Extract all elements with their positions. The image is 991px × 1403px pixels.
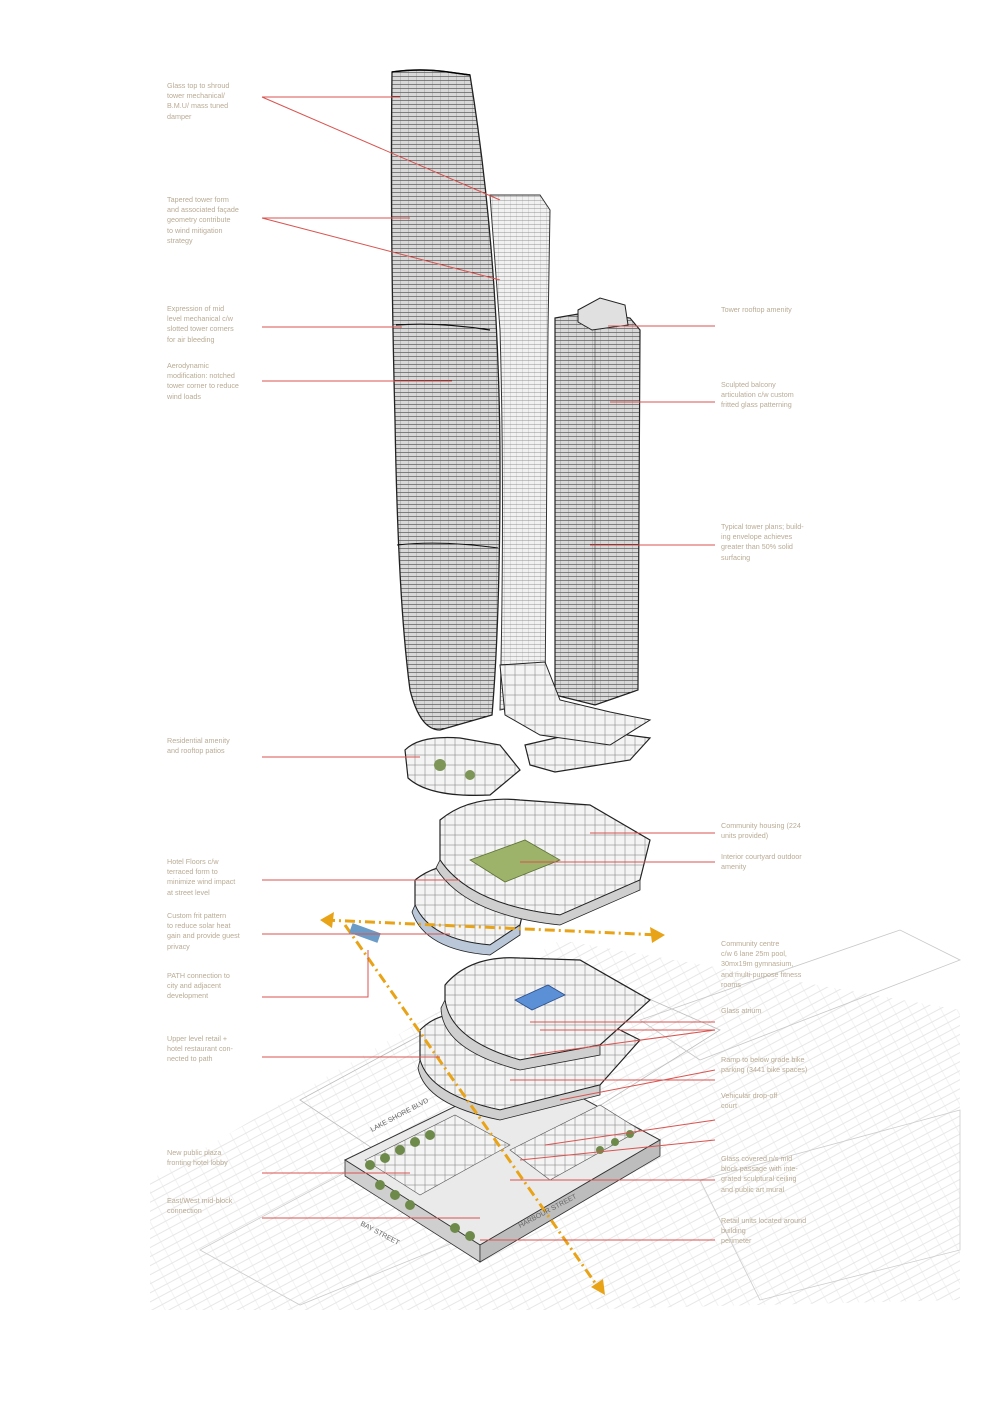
site-base-block <box>343 1069 662 1263</box>
note-east-west: East/West mid-block connection <box>167 1196 233 1216</box>
note-courtyard: Interior courtyard outdoor amenity <box>721 852 802 872</box>
note-public-plaza: New public plaza fronting hotel lobby <box>167 1148 228 1168</box>
note-typical-tower-plans: Typical tower plans; build- ing envelope… <box>721 522 804 562</box>
tower-podium <box>499 661 652 746</box>
note-glass-top: Glass top to shroud tower mechanical/ B.… <box>167 81 230 121</box>
note-drop-off: Vehicular drop-off court <box>721 1091 778 1111</box>
note-community-centre: Community centre c/w 6 lane 25m pool, 30… <box>721 939 802 989</box>
note-upper-retail: Upper level retail + hotel restaurant co… <box>167 1034 233 1064</box>
note-retail-units: Retail units located around building per… <box>721 1216 807 1246</box>
note-hotel-floors: Hotel Floors c/w terraced form to minimi… <box>167 857 236 897</box>
note-sculpted-balcony: Sculpted balcony articulation c/w custom… <box>721 380 794 410</box>
note-bike-ramp: Ramp to below grade bike parking (3441 b… <box>721 1055 808 1075</box>
note-rooftop-amenity: Tower rooftop amenity <box>721 305 792 314</box>
residential-amenity-level <box>404 729 652 796</box>
note-community-housing: Community housing (224 units provided) <box>721 821 801 841</box>
rooftop-amenity <box>577 297 629 331</box>
pool <box>514 984 566 1011</box>
note-mid-level-mechanical: Expression of mid level mechanical c/w s… <box>167 304 234 344</box>
community-housing-level <box>435 798 651 926</box>
note-glass-atrium: Glass atrium <box>721 1006 762 1015</box>
residential-tower <box>554 297 641 706</box>
note-path-connection: PATH connection to city and adjacent dev… <box>167 971 230 1001</box>
note-frit-pattern: Custom frit pattern to reduce solar heat… <box>167 911 240 951</box>
courtyard <box>469 839 561 883</box>
note-aerodynamic: Aerodynamic modification: notched tower … <box>167 361 239 401</box>
note-tapered-tower: Tapered tower form and associated façade… <box>167 195 239 245</box>
tall-tower <box>390 69 501 731</box>
community-centre-level <box>440 957 652 1071</box>
plaza-trees <box>365 1130 634 1241</box>
note-mid-block-passage: Glass covered n/s mid block passage with… <box>721 1154 798 1194</box>
path-arrow-icon <box>320 912 665 1295</box>
leader-lines <box>261 96 716 1241</box>
note-residential-amenity: Residential amenity and rooftop patios <box>167 736 230 756</box>
